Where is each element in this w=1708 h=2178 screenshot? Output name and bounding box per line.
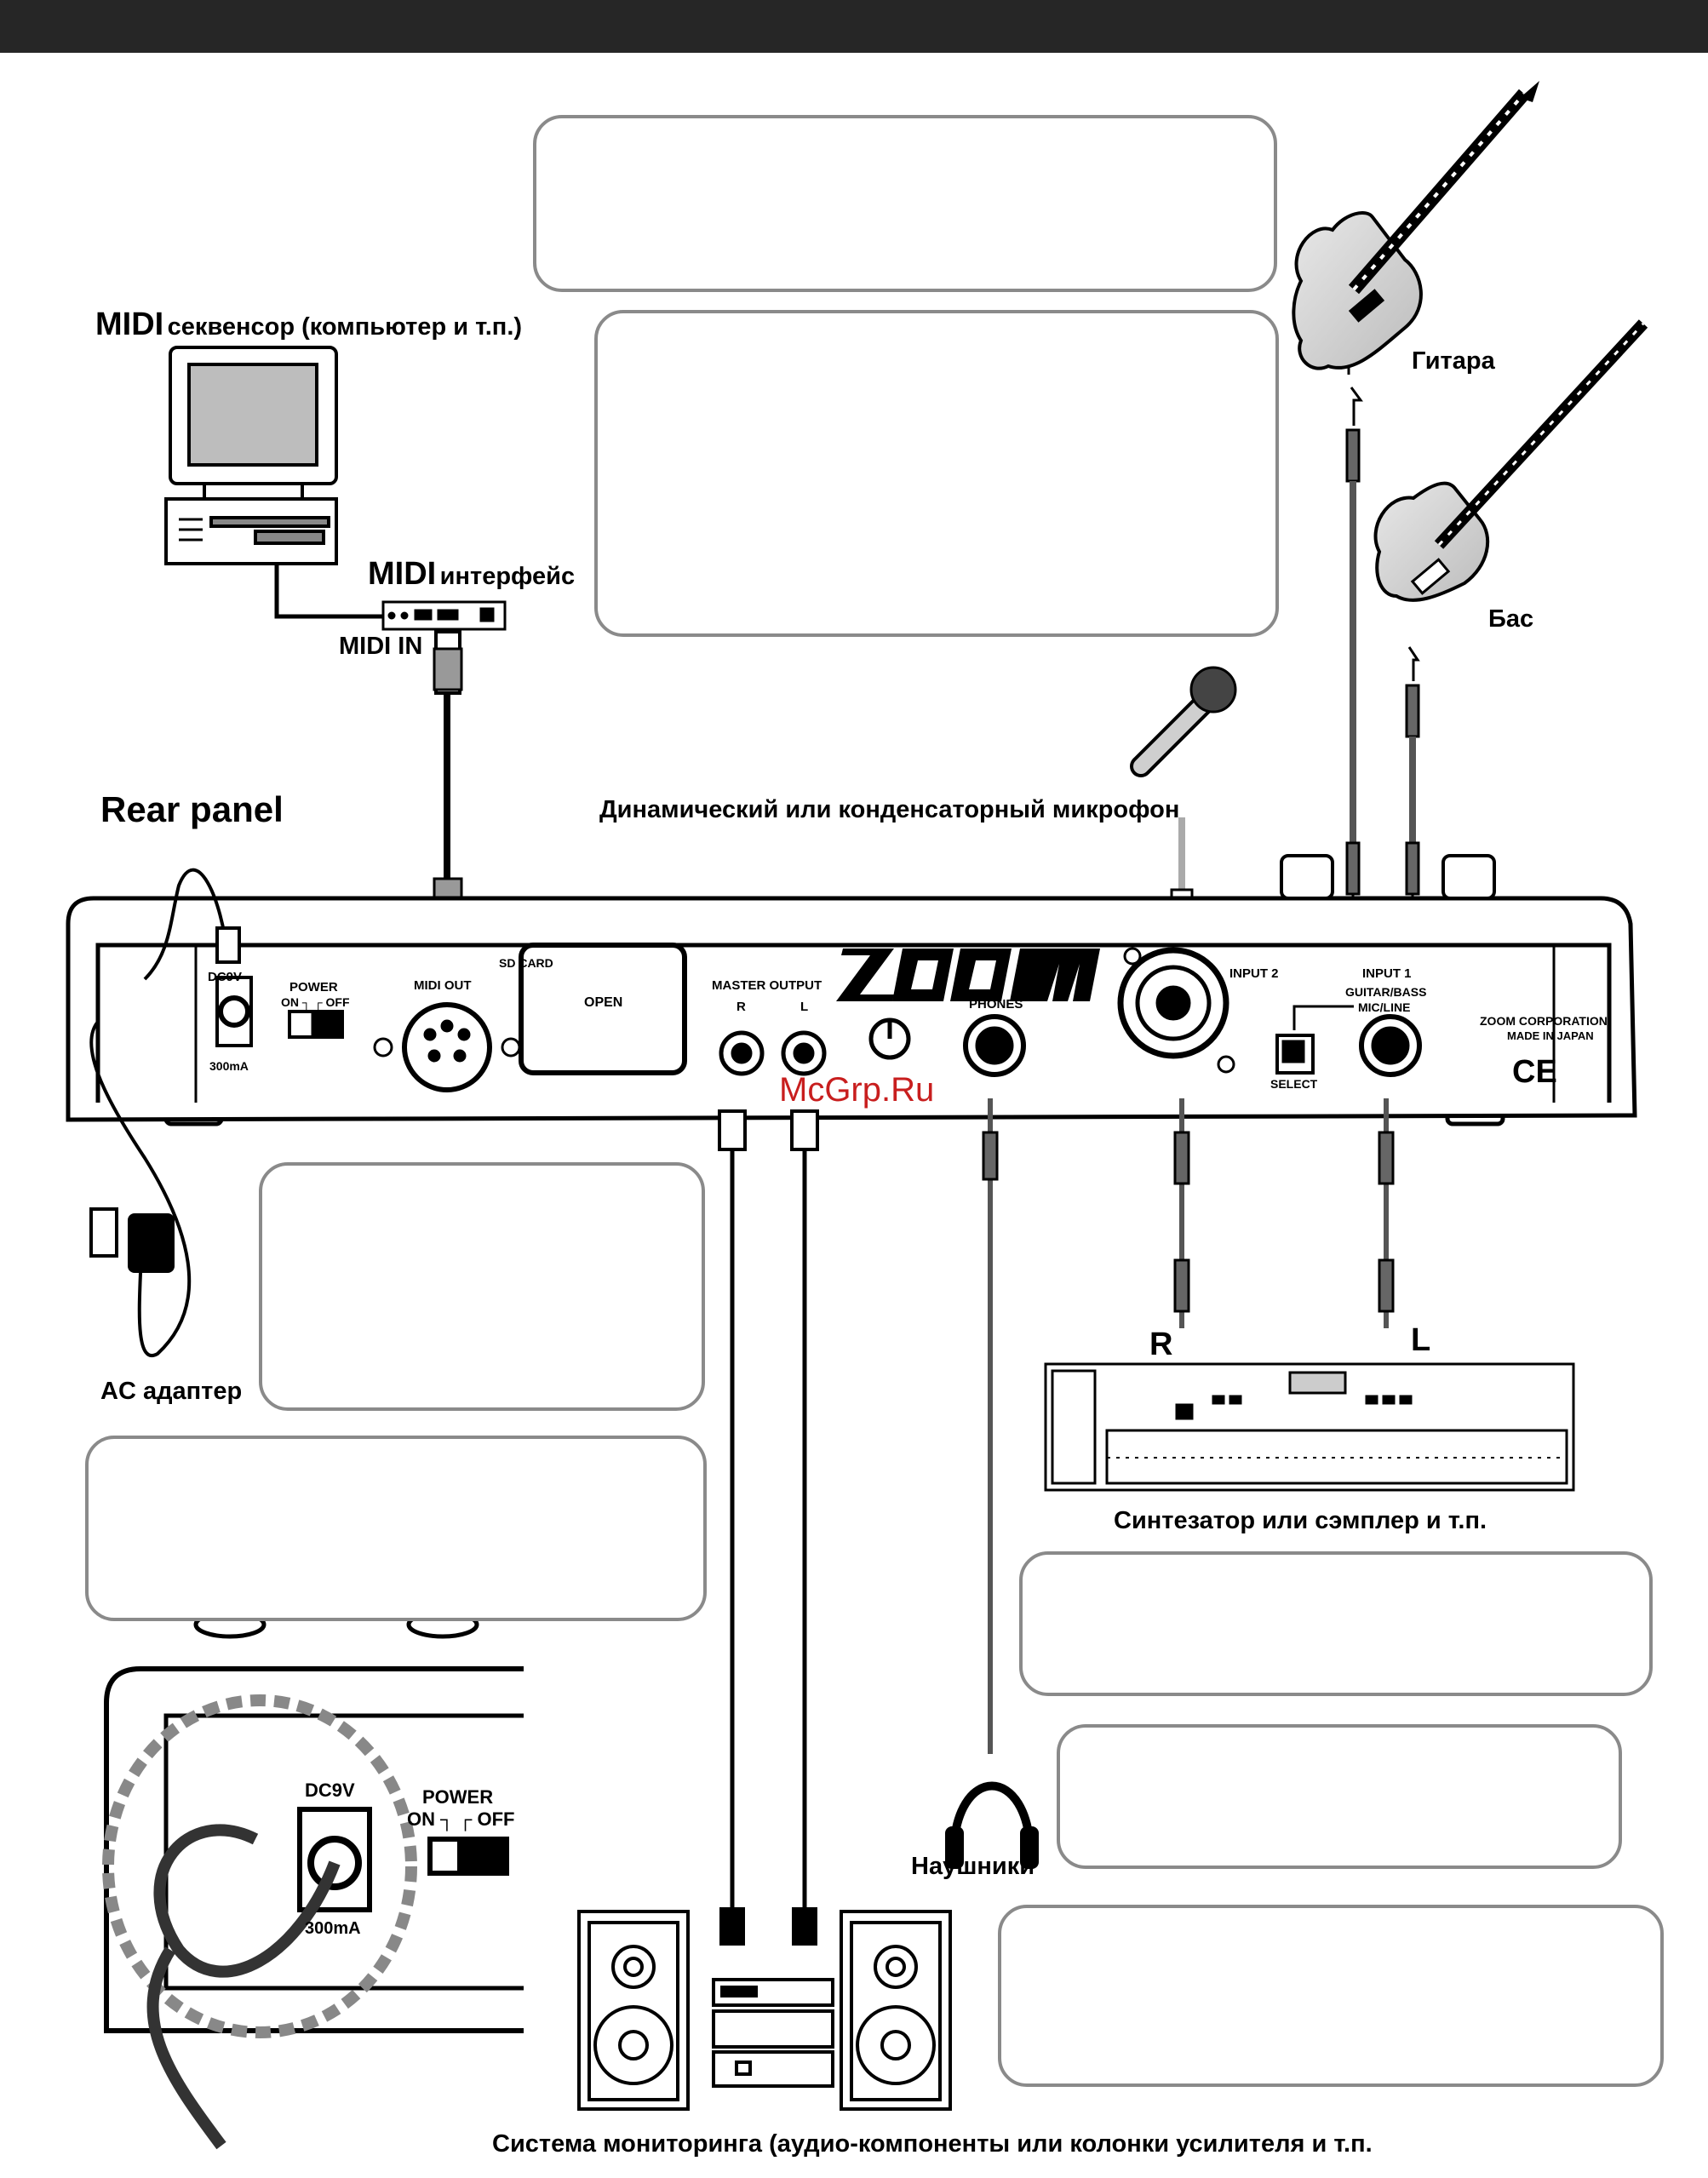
master-output-label: MASTER OUTPUT [712,978,822,993]
left-channel-label: L [1411,1322,1431,1358]
midi-prefix: MIDI [95,307,164,342]
midi-interface-icon [381,600,507,631]
power-detail-inset [104,1666,524,2033]
dc-in-label: DC9V [208,970,243,984]
card-open-label: OPEN [584,995,623,1010]
ce-mark: CE [1512,1054,1557,1090]
ac-adapter-icon [89,1207,175,1273]
midi-in-label: MIDI IN [339,633,423,660]
computer-icon [164,346,338,565]
synthesizer-icon [1044,1362,1575,1492]
rear-panel-device [66,896,1637,1126]
callout-box [1019,1551,1653,1696]
power-label: POWER [289,980,338,994]
callout-box [594,310,1279,637]
synthesizer-label: Синтезатор или сэмплер и т.п. [1114,1507,1487,1534]
made-in-label: MADE IN JAPAN [1507,1029,1594,1042]
midi-prefix: MIDI [368,556,437,592]
microphone-label: Динамический или конденсаторный микрофон [599,796,1180,823]
midi-sequencer-text: секвенсор (компьютер и т.п.) [167,313,523,341]
speaker-icon [840,1910,952,2111]
midi-out-label: MIDI OUT [414,978,472,993]
amplifier-icon [712,1978,834,2088]
instrument-label: GUITAR/BASS [1345,985,1427,999]
watermark: McGrp.Ru [779,1071,935,1109]
power-on-off-label: ON ┐ ┌ OFF [281,995,350,1009]
card-slot-label: SD CARD [499,956,553,970]
callout-box [259,1162,705,1411]
midi-interface-text: интерфейс [439,563,576,590]
headphones-icon [945,1781,1039,1869]
bass-label: Бас [1488,605,1534,633]
zoom-logo [836,949,1100,1001]
maker-label: ZOOM CORPORATION [1480,1014,1608,1028]
top-bar [0,0,1708,53]
select-label: SELECT [1270,1077,1318,1091]
phones-label: PHONES [969,997,1023,1012]
headphones-label: Наушники [911,1853,1035,1880]
input-2-label: INPUT 2 [1229,966,1279,981]
callout-box [998,1905,1664,2087]
callout-box [533,115,1277,292]
guitar-label: Гитара [1412,347,1495,375]
master-r-label: R [737,1000,746,1014]
rear-panel-label: Rear panel [100,789,284,829]
monitoring-label: Система мониторинга (аудио-компоненты ил… [492,2130,1373,2158]
callout-box [1057,1724,1622,1869]
ac-adapter-label: AC адаптер [100,1378,243,1405]
midi-interface-label: MIDI интерфейс [368,558,575,590]
speaker-icon [577,1910,690,2111]
bass-icon [1373,319,1648,602]
right-channel-label: R [1149,1327,1173,1362]
guitar-icon [1292,81,1539,370]
master-l-label: L [800,1000,809,1014]
inset-dc-in-label: DC9V [305,1780,355,1801]
callout-box [85,1436,707,1621]
input-1-label: INPUT 1 [1362,966,1412,981]
mic-line-label: MIC/LINE [1358,1000,1411,1014]
adapter-current-label: 300mA [209,1059,249,1073]
inset-power-label: POWER [422,1786,494,1808]
inset-power-on-off-label: ON ┐ ┌ OFF [407,1808,515,1830]
microphone-icon [1130,666,1237,777]
midi-sequencer-label: MIDI секвенсор (компьютер и т.п.) [95,308,522,341]
inset-adapter-current-label: 300mA [305,1919,361,1938]
